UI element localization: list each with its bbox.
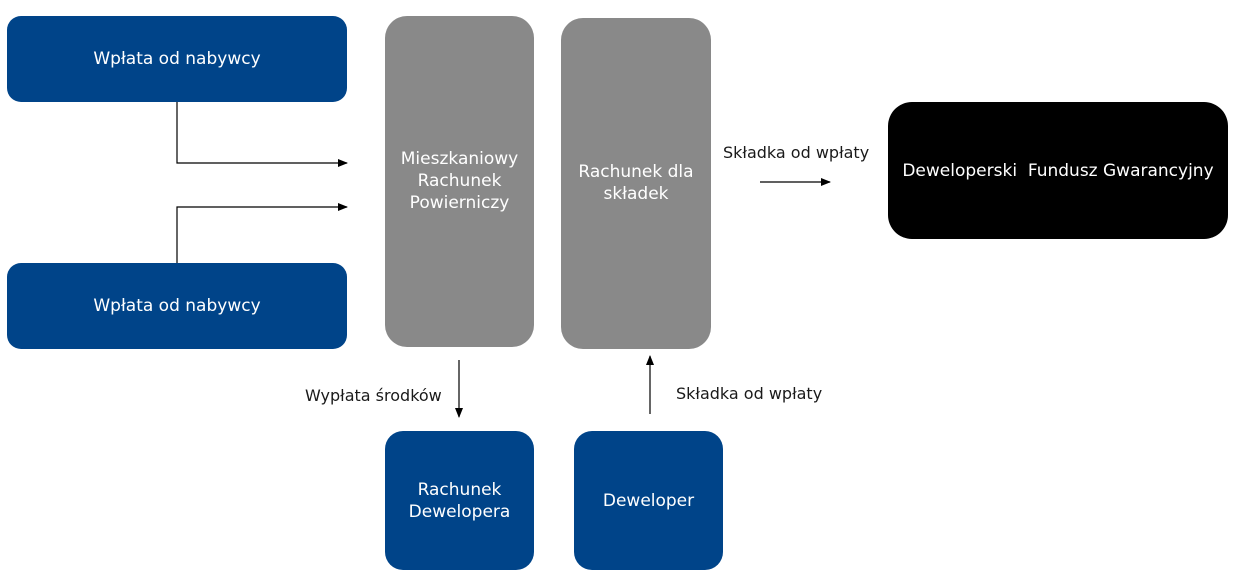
developer-account-box: Rachunek Dewelopera <box>385 431 534 570</box>
contributions-account-label: Rachunek dla składek <box>578 162 694 204</box>
escrow-account-label: Mieszkaniowy Rachunek Powierniczy <box>400 149 519 213</box>
contribution-to-fund-label: Składka od wpłaty <box>723 143 870 162</box>
developer-box: Deweloper <box>574 431 723 570</box>
arrow-top-payment-to-escrow <box>176 102 348 167</box>
guarantee-fund-box: Deweloperski Fundusz Gwarancyjny <box>888 102 1228 239</box>
escrow-account-box: Mieszkaniowy Rachunek Powierniczy <box>385 16 534 347</box>
contribution-from-developer-label: Składka od wpłaty <box>676 384 823 403</box>
buyer-payment-box-bottom: Wpłata od nabywcy <box>7 263 347 349</box>
arrow-bottom-payment-to-escrow <box>176 203 348 263</box>
contributions-account-box: Rachunek dla składek <box>561 18 711 349</box>
buyer-payment-box-top: Wpłata od nabywcy <box>7 16 347 102</box>
payout-label: Wypłata środków <box>305 386 442 405</box>
